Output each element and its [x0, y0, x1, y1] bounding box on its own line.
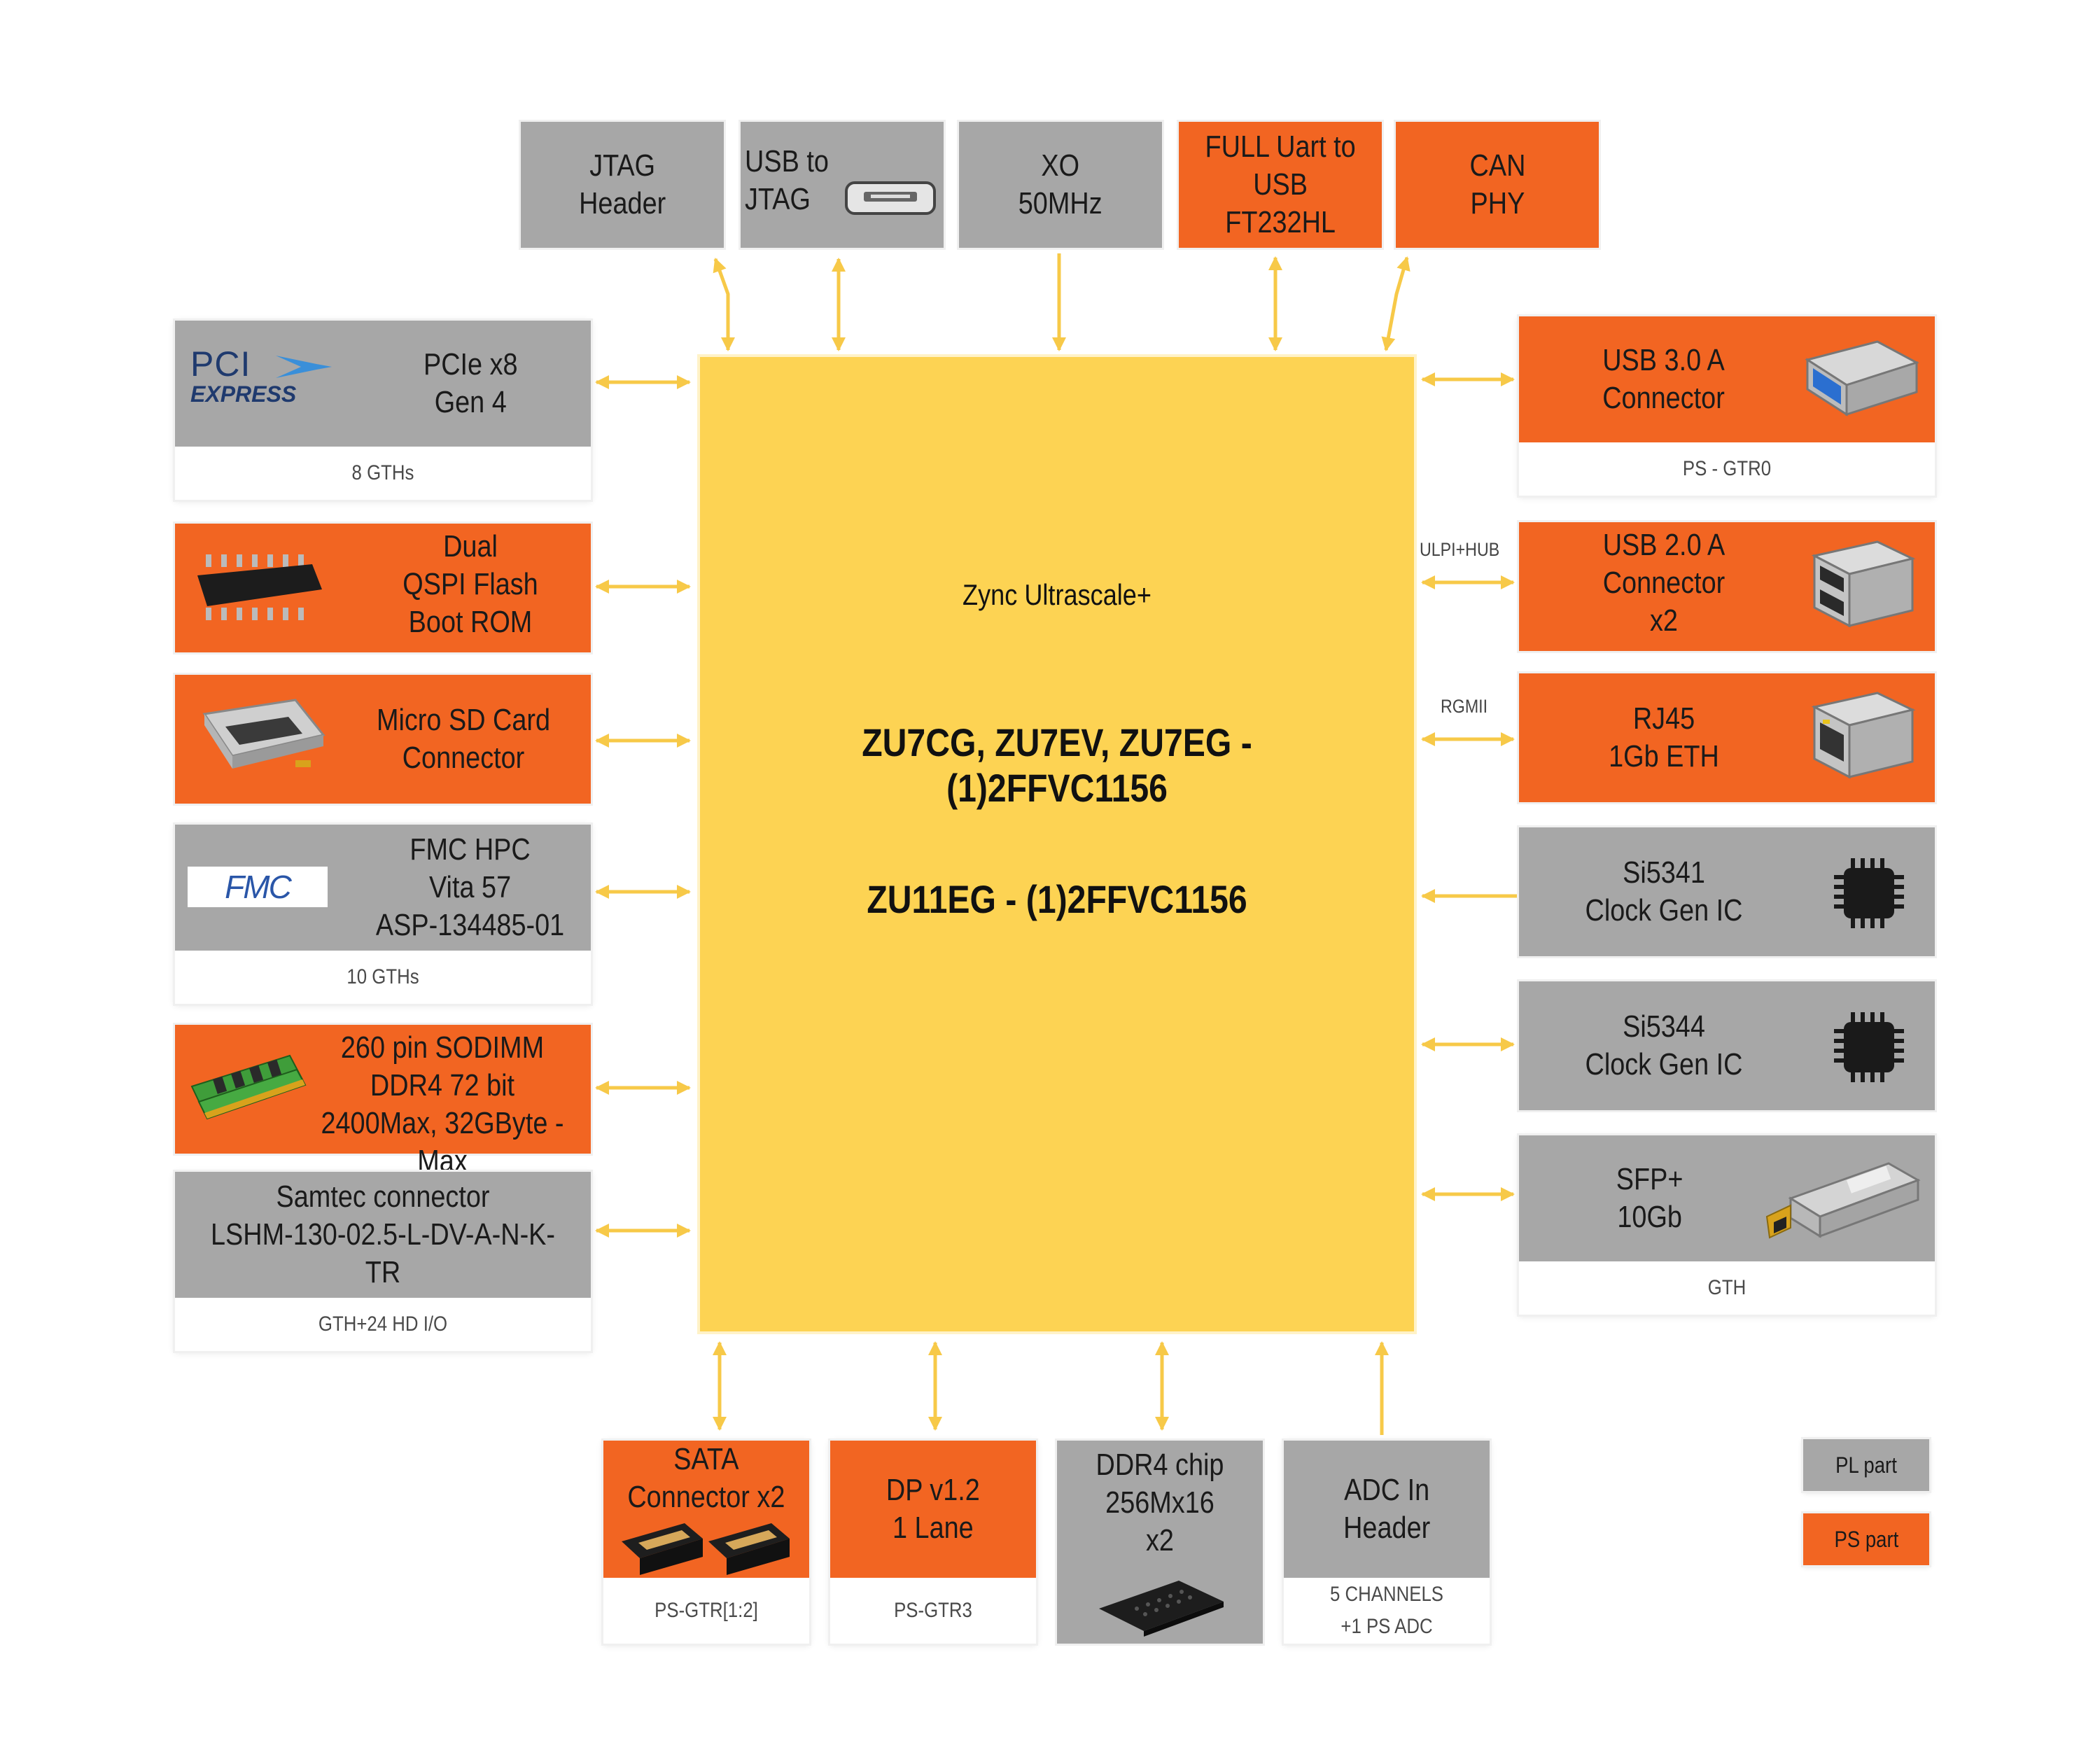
sata-block: SATA Connector x2 PS-GTR[1:2] [603, 1441, 809, 1644]
si5341-label: Si5341 Clock Gen IC [1585, 855, 1743, 927]
flash-chip-icon [197, 554, 322, 620]
usb2-block: USB 2.0 A Connector x2 [1519, 522, 1935, 651]
adc-label: ADC In Header [1343, 1473, 1431, 1545]
dp-block: DP v1.2 1 Lane PS-GTR3 [830, 1441, 1036, 1644]
adc-sub: 5 CHANNELS +1 PS ADC [1329, 1583, 1444, 1638]
arrow-jtag [713, 258, 735, 351]
fpga-family: Zync Ultrascale+ [962, 578, 1152, 611]
fpga-block: Zync Ultrascale+ ZU7CG, ZU7EV, ZU7EG - (… [700, 357, 1414, 1331]
pcie-label: PCIe x8 Gen 4 [423, 347, 518, 419]
fpga-parts-line2: ZU11EG - (1)2FFVC1156 [867, 877, 1247, 921]
samtec-label: Samtec connector LSHM-130-02.5-L-DV-A-N-… [210, 1180, 556, 1289]
legend-pl: PL part [1803, 1439, 1929, 1491]
sfp-label: SFP+ 10Gb [1616, 1162, 1684, 1234]
pcie-block: PCIe x8 Gen 4 PCI EXPRESS 8 GTHs [175, 321, 591, 500]
can-phy-label: CAN PHY [1469, 148, 1525, 220]
sodimm-block: 260 pin SODIMM DDR4 72 bit 2400Max, 32GB… [175, 1025, 591, 1178]
arrow-can [1381, 256, 1410, 351]
sfp-sub: GTH [1707, 1276, 1746, 1299]
micro-usb-icon [845, 181, 936, 215]
pcie-sub: 8 GTHs [351, 461, 414, 484]
micro-sd-block: Micro SD Card Connector [175, 675, 591, 804]
usb3-block: USB 3.0 A Connector PS - GTR0 [1519, 316, 1935, 496]
si5344-label: Si5344 Clock Gen IC [1585, 1009, 1743, 1082]
fmc-label: FMC HPC Vita 57 ASP-134485-01 [376, 832, 565, 942]
chip-icon [1834, 1012, 1904, 1082]
micro-sd-label: Micro SD Card Connector [376, 703, 551, 775]
memory-module-icon [190, 1054, 307, 1120]
sfp-module-icon [1765, 1162, 1921, 1239]
legend-ps: PS part [1803, 1513, 1929, 1565]
rgmii-label: RGMII [1441, 696, 1488, 717]
dp-label: DP v1.2 1 Lane [886, 1473, 980, 1545]
samtec-block: Samtec connector LSHM-130-02.5-L-DV-A-N-… [175, 1172, 591, 1351]
pcie-logo: PCI EXPRESS [190, 346, 337, 416]
fmc-logo: FMC [188, 867, 328, 907]
ddr4-chip-label: DDR4 chip 256Mx16 x2 [1096, 1448, 1224, 1558]
sfp-block: SFP+ 10Gb GTH [1519, 1135, 1935, 1315]
dp-sub: PS-GTR3 [894, 1599, 972, 1622]
fmc-sub: 10 GTHs [346, 965, 419, 988]
qspi-label: Dual QSPI Flash Boot ROM [402, 529, 538, 639]
si5344-block: Si5344 Clock Gen IC [1519, 981, 1935, 1110]
sata-label: SATA Connector x2 [627, 1442, 785, 1514]
usb3-connector-icon [1805, 340, 1919, 416]
jtag-header-label: JTAG Header [578, 148, 666, 220]
ddr4-chip-block: DDR4 chip 256Mx16 x2 [1057, 1441, 1263, 1644]
sata-sub: PS-GTR[1:2] [654, 1599, 758, 1622]
usb3-sub: PS - GTR0 [1682, 457, 1772, 480]
sd-card-slot-icon [202, 699, 326, 769]
si5341-block: Si5341 Clock Gen IC [1519, 827, 1935, 956]
ulpi-hub-label: ULPI+HUB [1420, 539, 1500, 560]
jtag-header-block: JTAG Header [521, 122, 724, 248]
rj45-jack-icon [1811, 692, 1916, 779]
rj45-label: RJ45 1Gb ETH [1609, 701, 1719, 774]
adc-block: ADC In Header 5 CHANNELS +1 PS ADC [1284, 1441, 1490, 1644]
chip-icon [1834, 858, 1904, 928]
samtec-sub: GTH+24 HD I/O [318, 1312, 448, 1336]
ddr4-chip-icon [1099, 1581, 1224, 1637]
fmc-block: FMC HPC Vita 57 ASP-134485-01 FMC 10 GTH… [175, 825, 591, 1004]
can-phy-block: CAN PHY [1396, 122, 1599, 248]
usb2-stacked-connector-icon [1811, 540, 1916, 628]
usb3-label: USB 3.0 A Connector [1602, 343, 1726, 415]
xo-label: XO 50MHz [1018, 148, 1102, 220]
usb-jtag-label: USB to JTAG [745, 144, 829, 216]
uart-usb-block: FULL Uart to USB FT232HL [1179, 122, 1382, 248]
qspi-block: Dual QSPI Flash Boot ROM [175, 524, 591, 652]
sata-connector-icon [622, 1523, 790, 1575]
uart-usb-label: FULL Uart to USB FT232HL [1205, 130, 1356, 239]
usb2-label: USB 2.0 A Connector x2 [1602, 528, 1726, 638]
usb-jtag-block: USB to JTAG [741, 122, 944, 248]
xo-block: XO 50MHz [959, 122, 1162, 248]
rj45-block: RJ45 1Gb ETH [1519, 673, 1935, 802]
fpga-parts-line1: ZU7CG, ZU7EV, ZU7EG - (1)2FFVC1156 [862, 720, 1252, 810]
sodimm-label: 260 pin SODIMM DDR4 72 bit 2400Max, 32GB… [321, 1030, 564, 1178]
pcie-chevron-icon [276, 356, 332, 378]
